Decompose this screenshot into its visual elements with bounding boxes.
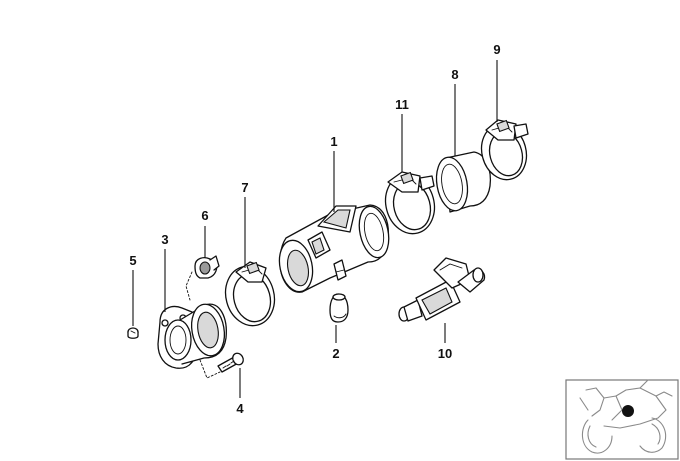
leader-lines <box>132 60 498 398</box>
callout-4: 4 <box>236 401 244 416</box>
part-hose-clamp-9[interactable] <box>476 119 533 184</box>
callout-7: 7 <box>241 180 248 195</box>
part-hose-clamp-7[interactable] <box>219 261 281 331</box>
part-throttle-housing[interactable] <box>275 204 393 295</box>
part-screw[interactable] <box>127 327 139 339</box>
callout-2: 2 <box>332 346 339 361</box>
part-injector[interactable] <box>398 257 486 322</box>
callout-3: 3 <box>161 232 168 247</box>
part-rubber-sleeve[interactable] <box>433 151 492 213</box>
location-marker <box>622 405 634 417</box>
callout-1: 1 <box>330 134 337 149</box>
part-cable-clip[interactable] <box>194 255 220 279</box>
callout-11: 11 <box>395 97 409 112</box>
callout-6: 6 <box>201 208 208 223</box>
callout-10: 10 <box>438 346 452 361</box>
part-rubber-cap[interactable] <box>329 293 349 323</box>
callout-8: 8 <box>451 67 458 82</box>
part-hose-clamp-11[interactable] <box>379 169 441 239</box>
callout-9: 9 <box>493 42 500 57</box>
callout-numbers: 1 2 3 4 5 6 7 8 9 10 11 <box>129 42 500 416</box>
motorcycle-icon <box>579 379 673 454</box>
locator-thumbnail <box>565 379 679 460</box>
part-intake-flange[interactable] <box>157 302 228 369</box>
part-bolt[interactable] <box>217 351 245 373</box>
callout-5: 5 <box>129 253 136 268</box>
